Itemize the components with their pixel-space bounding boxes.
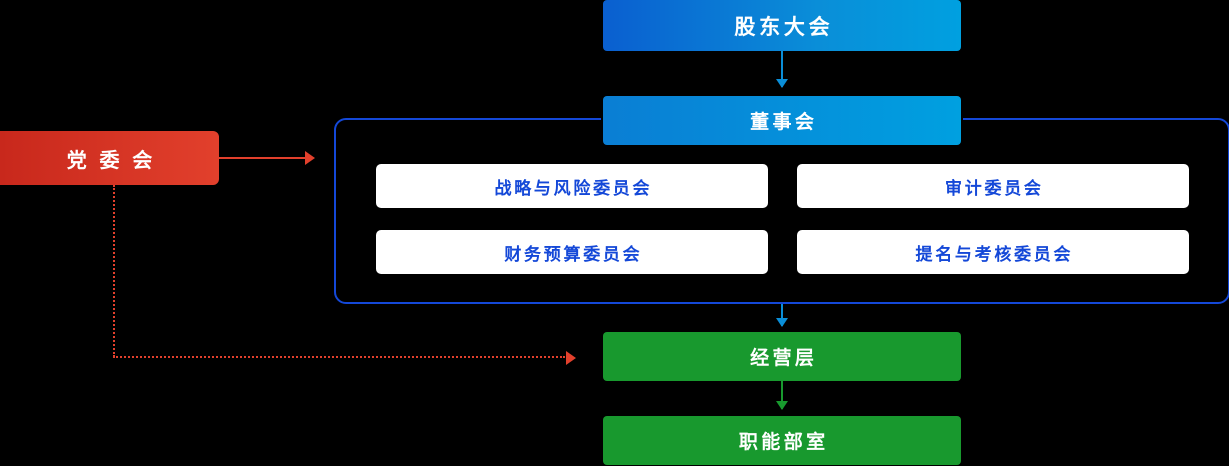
committee-strategy-risk[interactable]: 战略与风险委员会 <box>376 164 768 208</box>
node-board-of-directors-label: 董事会 <box>750 112 818 133</box>
committee-strategy-risk-label: 战略与风险委员会 <box>494 178 653 198</box>
arrowhead-icon <box>776 79 788 88</box>
committee-finance-budget[interactable]: 财务预算委员会 <box>376 230 768 274</box>
committee-audit[interactable]: 审计委员会 <box>797 164 1189 208</box>
connector-party-to-board <box>219 151 315 165</box>
node-party-committee[interactable]: 党 委 会 <box>0 131 219 185</box>
connector-party-to-management-vertical <box>113 185 115 357</box>
arrowhead-icon <box>776 318 788 327</box>
committee-nomination-assessment-label: 提名与考核委员会 <box>915 244 1074 264</box>
node-board-of-directors[interactable]: 董事会 <box>603 96 961 145</box>
committee-nomination-assessment[interactable]: 提名与考核委员会 <box>797 230 1189 274</box>
arrowhead-icon <box>776 401 788 410</box>
node-management-label: 经营层 <box>750 348 818 369</box>
connector-shaft <box>781 304 783 326</box>
node-functional-departments[interactable]: 职能部室 <box>603 416 961 465</box>
committee-finance-budget-label: 财务预算委员会 <box>504 244 643 264</box>
connector-party-to-management-horizontal <box>113 351 576 365</box>
node-shareholders-meeting-label: 股东大会 <box>734 15 834 39</box>
board-committees-panel <box>334 118 1229 304</box>
connector-shaft <box>781 381 783 409</box>
arrowhead-icon <box>566 351 576 365</box>
node-shareholders-meeting[interactable]: 股东大会 <box>603 0 961 51</box>
arrowhead-icon <box>305 151 315 165</box>
connector-shareholders-to-board <box>776 51 788 88</box>
connector-board-to-management <box>776 304 788 327</box>
node-management[interactable]: 经营层 <box>603 332 961 381</box>
node-functional-departments-label: 职能部室 <box>738 432 829 453</box>
node-party-committee-label: 党 委 会 <box>66 149 156 172</box>
committee-audit-label: 审计委员会 <box>945 178 1044 198</box>
connector-shaft <box>781 51 783 87</box>
connector-management-to-departments <box>776 381 788 410</box>
